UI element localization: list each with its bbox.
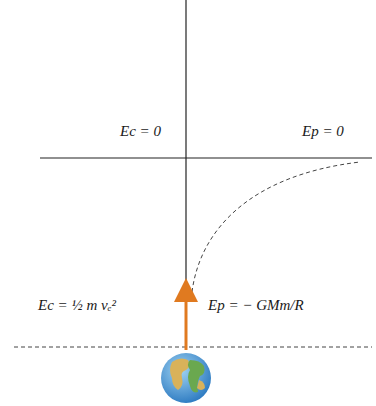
potential-energy-zero: Ep = 0 [300,122,346,140]
zero-energy-line [40,157,372,158]
kinetic-energy-formula: Ec = ½ m vₑ² [36,296,118,314]
vertical-axis [185,0,186,285]
earth-globe [161,353,211,403]
kinetic-energy-zero: Ec = 0 [118,122,163,140]
velocity-arrow [185,290,188,350]
potential-curve [192,162,360,292]
surface-line [14,347,372,348]
potential-energy-formula: Ep = − GMm/R [206,296,306,314]
